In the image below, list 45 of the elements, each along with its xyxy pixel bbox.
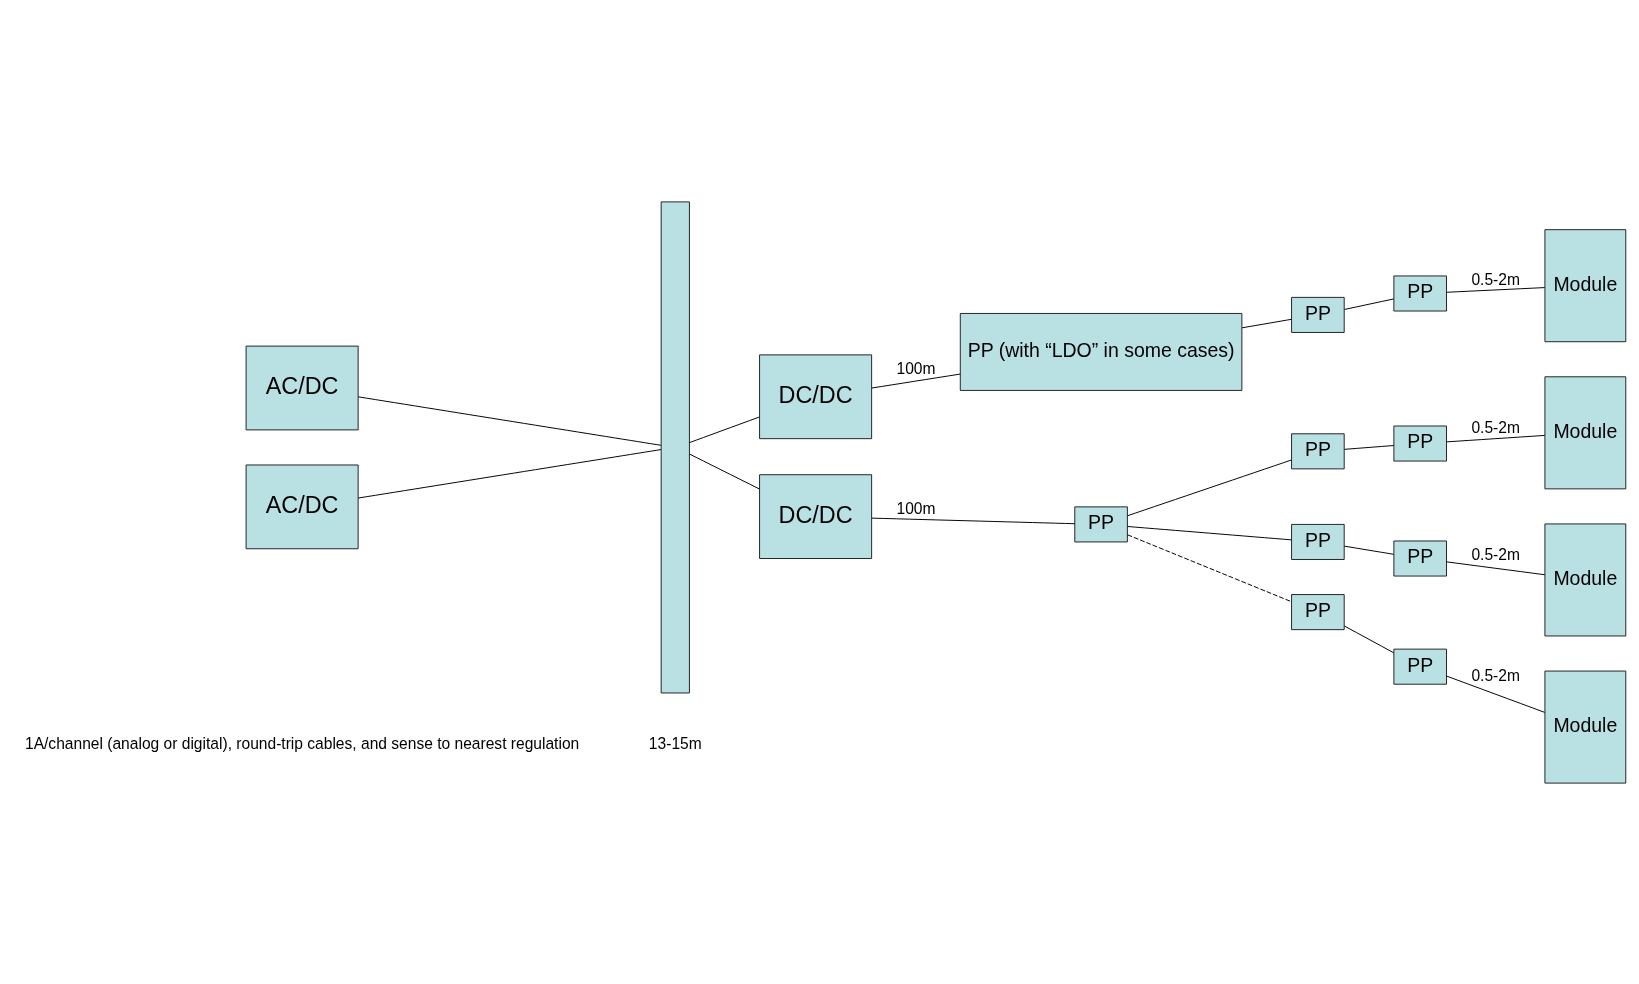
connector xyxy=(1446,675,1546,713)
connector xyxy=(1127,525,1292,540)
connector xyxy=(1127,533,1292,602)
connector xyxy=(689,416,760,443)
node-box: PP xyxy=(1074,505,1128,542)
connector xyxy=(357,395,662,446)
connector xyxy=(689,453,760,489)
node-box: AC/DC xyxy=(245,345,359,430)
node-box: PP xyxy=(1291,593,1345,630)
connector xyxy=(1241,318,1293,328)
connector xyxy=(1446,560,1546,575)
node-box: Module xyxy=(1544,228,1627,342)
connector xyxy=(1127,459,1292,516)
node-box: PP xyxy=(1393,425,1447,462)
label: 13-15m xyxy=(648,734,702,752)
node-box: PP xyxy=(1291,432,1345,469)
edge-label: 0.5-2m xyxy=(1471,545,1520,563)
node-box: Module xyxy=(1544,670,1627,784)
node-box: DC/DC xyxy=(759,473,873,559)
connector xyxy=(1446,286,1546,293)
edge-label: 0.5-2m xyxy=(1471,418,1520,436)
connector xyxy=(1446,434,1546,442)
edge-label: 100m xyxy=(896,359,936,377)
connector xyxy=(1343,297,1395,310)
label: 1A/channel (analog or digital), round-trip cables, and sense to nearest regulation xyxy=(25,734,580,752)
node-box: PP xyxy=(1291,523,1345,560)
connector xyxy=(871,517,1076,524)
edge-label: 0.5-2m xyxy=(1471,270,1520,288)
node-box: DC/DC xyxy=(759,353,873,439)
node-box: Module xyxy=(1544,522,1627,636)
connector xyxy=(1343,625,1395,653)
node-box: PP xyxy=(1291,296,1345,333)
connector xyxy=(357,448,662,498)
node-bar xyxy=(660,200,690,693)
node-box: PP xyxy=(1393,274,1447,311)
connector xyxy=(871,373,961,388)
node-box: PP (with “LDO” in some cases) xyxy=(959,312,1243,391)
connector xyxy=(1343,545,1395,555)
edge-label: 100m xyxy=(896,499,936,516)
node-box: PP xyxy=(1393,540,1447,577)
edge-label: 0.5-2m xyxy=(1471,666,1520,684)
connector xyxy=(1343,444,1395,450)
node-box: Module xyxy=(1544,375,1627,489)
node-box: PP xyxy=(1393,648,1447,685)
node-box: AC/DC xyxy=(245,464,359,549)
